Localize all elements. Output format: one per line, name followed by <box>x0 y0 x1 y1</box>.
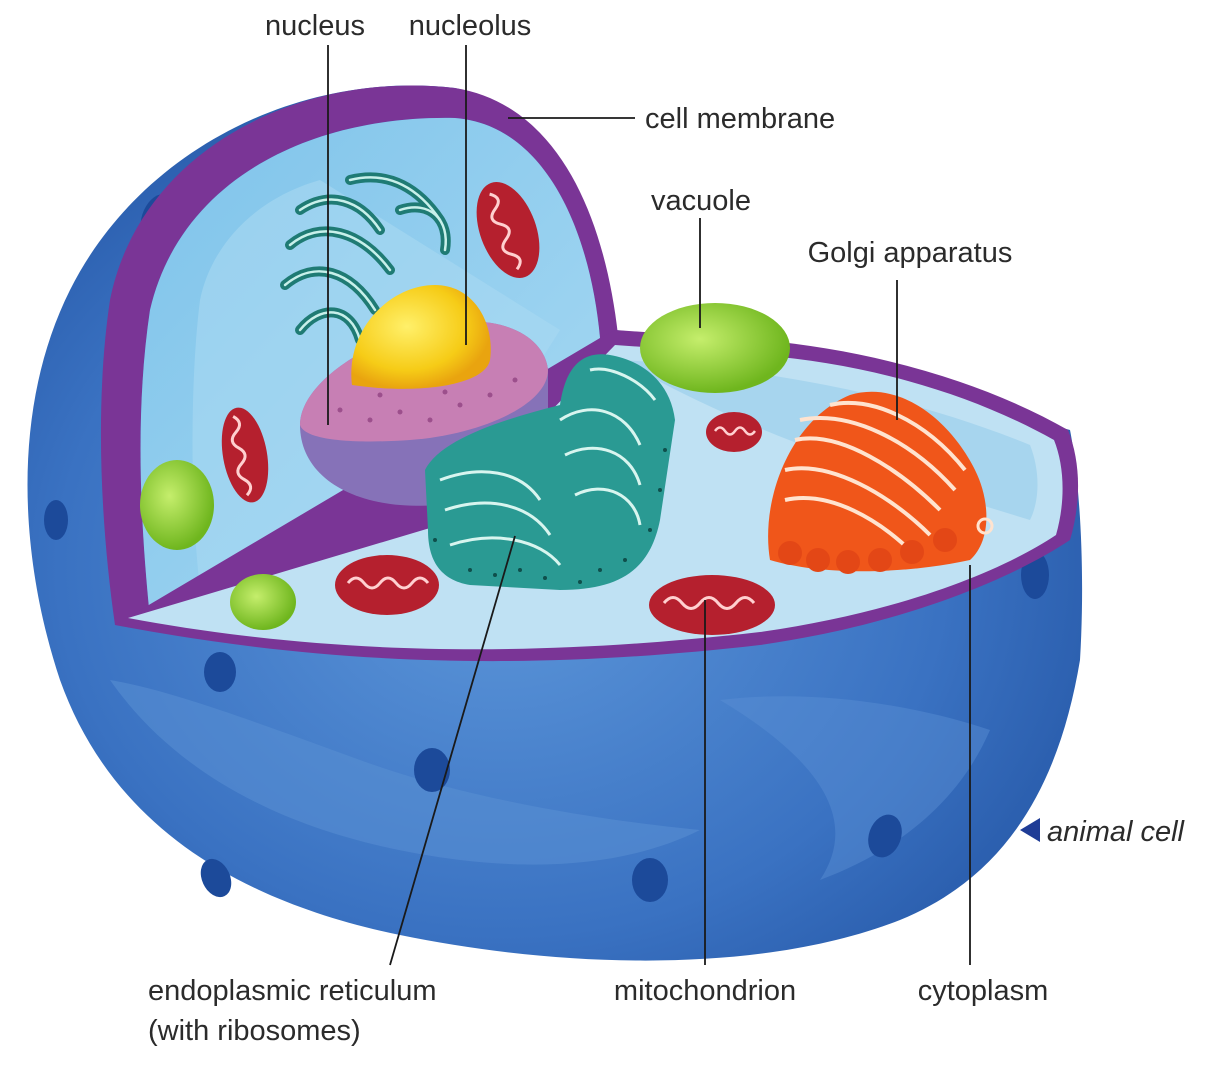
label-mitochondrion: mitochondrion <box>614 975 796 1007</box>
figure-caption: animal cell <box>1020 816 1186 848</box>
label-cell-membrane: cell membrane <box>645 103 835 135</box>
caption-marker-icon <box>1020 818 1040 842</box>
label-golgi: Golgi apparatus <box>808 237 1013 269</box>
vacuole <box>140 460 214 550</box>
vacuole <box>230 574 296 630</box>
label-er-line2: (with ribosomes) <box>148 1015 361 1047</box>
vacuole-main <box>640 303 790 393</box>
label-nucleolus: nucleolus <box>409 10 532 42</box>
label-cytoplasm: cytoplasm <box>918 975 1049 1007</box>
label-vacuole: vacuole <box>651 185 751 217</box>
label-nucleus: nucleus <box>265 10 365 42</box>
label-er-line1: endoplasmic reticulum <box>148 975 437 1007</box>
caption-text: animal cell <box>1047 816 1186 848</box>
